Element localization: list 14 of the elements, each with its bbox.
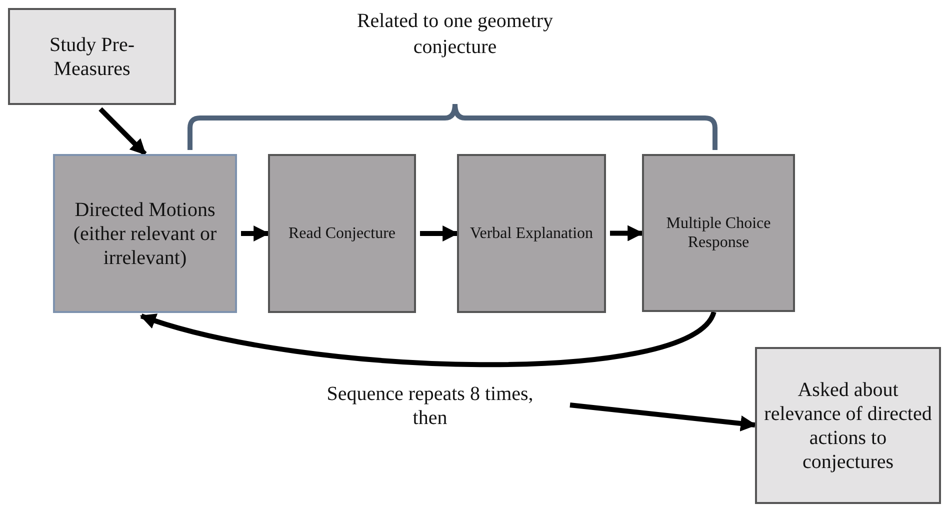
bracket-label: Related to one geometry conjecture — [356, 9, 554, 60]
process-box: Asked about relevance of directed actions to conjectures — [755, 347, 941, 504]
process-box: Study Pre-Measures — [8, 8, 176, 105]
arrow — [420, 226, 459, 242]
arrow — [98, 107, 147, 156]
arrow — [570, 402, 757, 432]
arrow — [140, 310, 716, 368]
arrow — [241, 226, 270, 242]
arrow — [610, 225, 644, 242]
note-text: Sequence repeats 8 times, then — [320, 378, 540, 434]
process-box: Multiple Choice Response — [642, 154, 795, 312]
process-box: Read Conjecture — [268, 154, 416, 313]
process-box: Verbal Explanation — [457, 154, 606, 313]
process-box: Directed Motions (either relevant or irrelevant) — [53, 154, 237, 313]
